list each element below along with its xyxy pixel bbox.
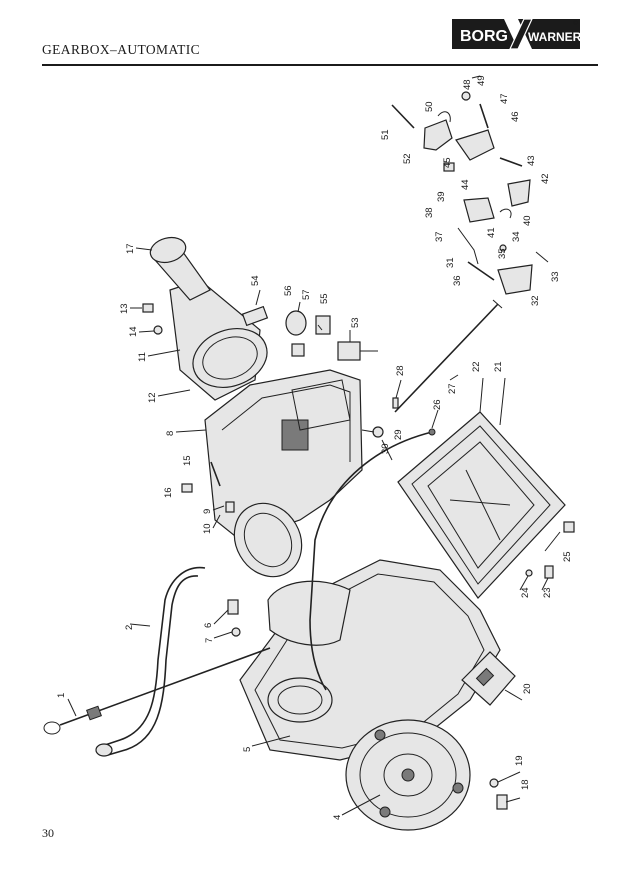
callout-38: 38 [424, 207, 435, 218]
callout-11: 11 [137, 352, 148, 362]
callout-31: 31 [445, 257, 456, 268]
selector-cable [309, 428, 436, 691]
callout-9: 9 [202, 509, 213, 514]
callout-14: 14 [128, 326, 139, 337]
callout-15: 15 [182, 455, 193, 466]
callout-28: 28 [395, 365, 406, 376]
callout-13: 13 [119, 303, 130, 314]
page-title: GEARBOX–AUTOMATIC [42, 42, 201, 57]
logo-left-text: BORG [460, 28, 508, 45]
inhibitor-switch [337, 341, 378, 361]
header-rule [42, 64, 598, 66]
gearbox-case [204, 369, 363, 578]
callout-1: 1 [56, 693, 67, 698]
callout-49: 49 [476, 75, 487, 86]
callout-7: 7 [204, 638, 215, 643]
fasteners [142, 303, 575, 810]
rear-extension [149, 236, 268, 401]
callout-4: 4 [332, 815, 343, 820]
callout-5: 5 [242, 747, 253, 752]
callout-22: 22 [471, 361, 482, 372]
callout-46: 46 [510, 111, 521, 122]
page-number: 30 [42, 826, 54, 840]
callout-24: 24 [520, 587, 531, 598]
callout-33: 33 [550, 271, 561, 282]
callout-39: 39 [436, 191, 447, 202]
bell-housing [239, 559, 501, 761]
callout-20: 20 [522, 683, 533, 694]
callout-27: 27 [447, 383, 458, 394]
callout-57: 57 [301, 289, 312, 300]
callout-53: 53 [350, 317, 361, 328]
filler-tube [95, 566, 206, 757]
selector-rod [394, 299, 503, 413]
callout-21: 21 [493, 361, 504, 372]
callout-44: 44 [460, 179, 471, 190]
callout-37: 37 [434, 231, 445, 242]
callout-43: 43 [526, 155, 537, 166]
callout-35: 35 [497, 248, 508, 259]
callout-labels: 1 2 4 5 6 7 8 9 10 11 12 13 14 15 16 17 … [56, 75, 573, 820]
callout-40: 40 [522, 215, 533, 226]
selector-linkage-parts [391, 75, 549, 295]
borg-warner-logo: BORG WARNER ® [452, 18, 580, 50]
callout-17: 17 [125, 243, 136, 254]
callout-12: 12 [147, 392, 158, 403]
callout-10: 10 [202, 523, 213, 534]
logo-right-text: WARNER [528, 30, 580, 44]
callout-51: 51 [380, 129, 391, 140]
callout-48: 48 [462, 79, 473, 90]
callout-32: 32 [530, 295, 541, 306]
callout-23: 23 [542, 587, 553, 598]
dipstick [43, 647, 271, 735]
callout-42: 42 [540, 173, 551, 184]
callout-50: 50 [424, 101, 435, 112]
callout-47: 47 [499, 93, 510, 104]
callout-8: 8 [165, 431, 176, 436]
callout-6: 6 [203, 623, 214, 628]
leader-lines [67, 247, 561, 816]
callout-34: 34 [511, 231, 522, 242]
callout-54: 54 [250, 275, 261, 286]
callout-25: 25 [562, 551, 573, 562]
oil-pan [397, 411, 566, 599]
callout-18: 18 [520, 779, 531, 790]
callout-55: 55 [319, 293, 330, 304]
callout-56: 56 [283, 285, 294, 296]
callout-26: 26 [432, 399, 443, 410]
callout-45: 45 [442, 157, 453, 168]
callout-36: 36 [452, 275, 463, 286]
callout-30: 30 [380, 443, 391, 454]
logo-registered-mark: ® [573, 20, 578, 27]
torque-converter [345, 719, 471, 831]
speedo-drive [241, 305, 331, 357]
callout-29: 29 [393, 429, 404, 440]
callout-52: 52 [402, 153, 413, 164]
callout-16: 16 [163, 487, 174, 498]
callout-2: 2 [124, 625, 135, 630]
callout-19: 19 [514, 755, 525, 766]
callout-41: 41 [486, 227, 497, 238]
valve-body-plate [461, 651, 516, 706]
